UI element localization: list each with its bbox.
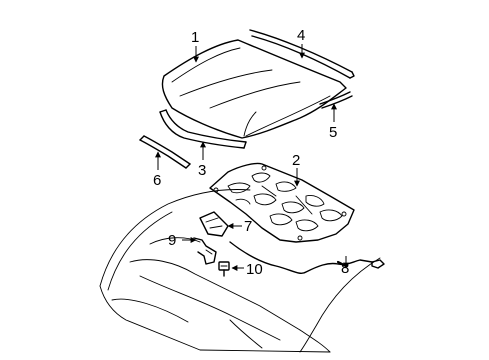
- callout-3: 3: [198, 162, 206, 179]
- callout-2: 2: [292, 152, 300, 169]
- bolt: [218, 261, 230, 277]
- hood-seal-side: [319, 91, 353, 109]
- vehicle-front-outline: [99, 189, 381, 353]
- callout-7: 7: [244, 218, 252, 235]
- callout-10: 10: [246, 261, 263, 278]
- callout-1: 1: [191, 29, 199, 46]
- side-seal: [139, 135, 191, 169]
- hood-insulator: [209, 162, 355, 243]
- radiator-seal: [159, 109, 247, 149]
- callout-labels: 1 2 3 4 5 6 7 8 9 10: [153, 27, 349, 278]
- callout-6: 6: [153, 172, 161, 189]
- hood-panel: [161, 39, 347, 139]
- safety-catch: [193, 237, 217, 265]
- callout-5: 5: [329, 124, 337, 141]
- callout-8: 8: [341, 260, 349, 277]
- callout-4: 4: [297, 27, 305, 44]
- callout-9: 9: [168, 232, 176, 249]
- release-cable: [229, 241, 385, 275]
- hood-latch: [199, 211, 229, 237]
- leader-lines: [155, 44, 349, 271]
